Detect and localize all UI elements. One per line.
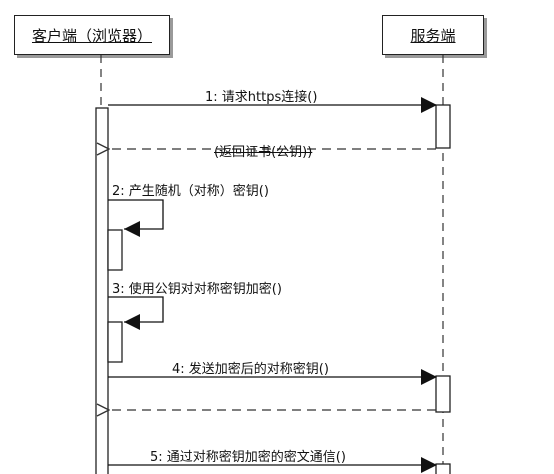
server-lifeline-label: 服务端 (410, 26, 456, 45)
message-label-7: 5: 通过对称密钥加密的密文通信() (150, 450, 346, 465)
server-activation-bar-3 (435, 463, 451, 474)
server-lifeline-box: 服务端 (382, 15, 484, 55)
message-label-1: 1: 请求https连接() (205, 90, 318, 105)
message-label-5: 4: 发送加密后的对称密钥() (172, 362, 329, 377)
client-lifeline-label: 客户端（浏览器） (31, 26, 152, 45)
self-call-3 (107, 296, 164, 363)
message-label-2: (返回证书(公钥)) (214, 145, 313, 160)
message-label-4: 3: 使用公钥对对称密钥加密() (112, 282, 282, 297)
message-label-3: 2: 产生随机（对称）密钥() (112, 184, 269, 199)
client-activation-bar (95, 107, 109, 474)
server-activation-bar-1 (435, 104, 451, 149)
self-call-activation-3 (107, 321, 123, 363)
self-call-activation-2 (107, 229, 123, 271)
self-call-2 (107, 199, 164, 271)
server-activation-bar-2 (435, 375, 451, 413)
client-lifeline-box: 客户端（浏览器） (14, 15, 170, 55)
